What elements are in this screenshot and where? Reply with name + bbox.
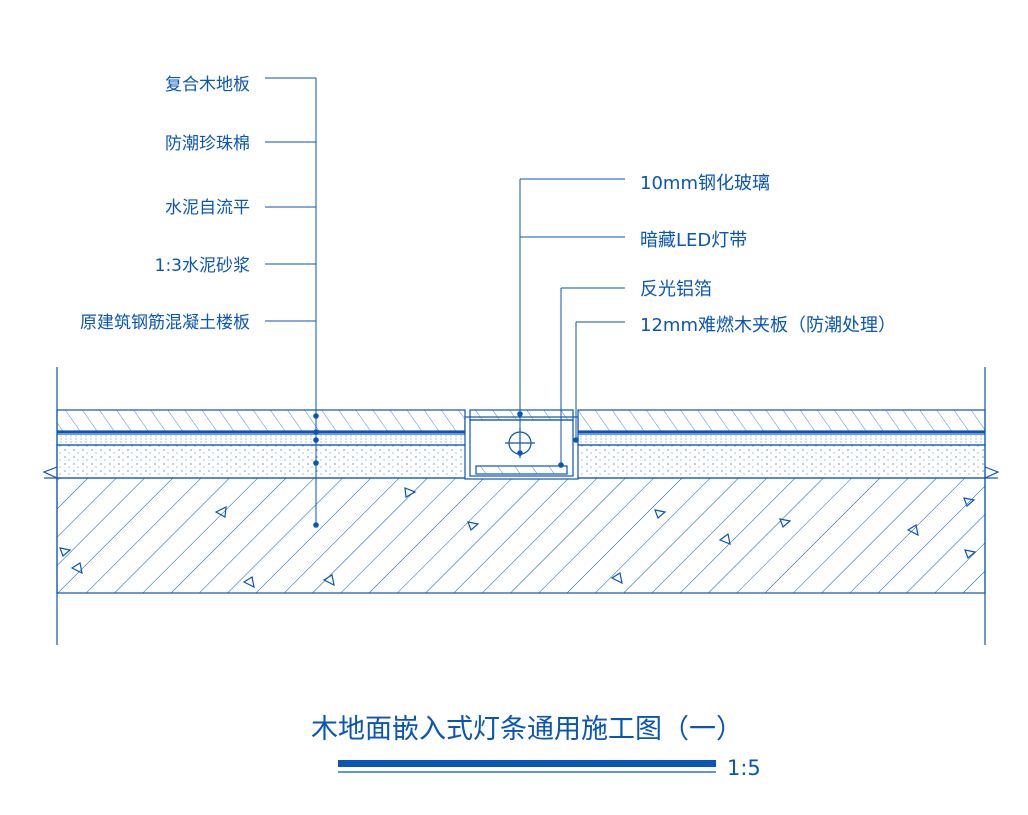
title-underline-thick [338, 760, 716, 767]
drawing-scale: 1:5 [727, 756, 761, 780]
left-labels: 复合木地板 防潮珍珠棉 水泥自流平 1:3水泥砂浆 原建筑钢筋混凝土楼板 [80, 75, 250, 333]
drawing-title: 木地面嵌入式灯条通用施工图（一） [311, 714, 743, 745]
plywood-bottom [475, 465, 568, 475]
label-self-leveling: 水泥自流平 [165, 198, 250, 218]
title-block: 木地面嵌入式灯条通用施工图（一） 1:5 [311, 714, 761, 780]
label-plywood: 12mm难燃木夹板（防潮处理） [640, 315, 896, 336]
right-labels: 10mm钢化玻璃 暗藏LED灯带 反光铝箔 12mm难燃木夹板（防潮处理） [640, 173, 896, 336]
label-glass: 10mm钢化玻璃 [640, 173, 770, 194]
label-wood-floor: 复合木地板 [165, 75, 250, 95]
label-concrete-slab: 原建筑钢筋混凝土楼板 [80, 313, 250, 333]
leader-dots [313, 411, 579, 528]
leader-lines [265, 77, 625, 525]
label-foil: 反光铝箔 [640, 279, 712, 300]
concrete-slab [56, 477, 986, 594]
wood-floor-right [577, 409, 986, 432]
label-led: 暗藏LED灯带 [640, 230, 747, 251]
floor-section [42, 367, 1000, 645]
wood-floor-left [56, 409, 466, 432]
label-foam: 防潮珍珠棉 [165, 134, 250, 154]
label-mortar: 1:3水泥砂浆 [155, 256, 250, 276]
